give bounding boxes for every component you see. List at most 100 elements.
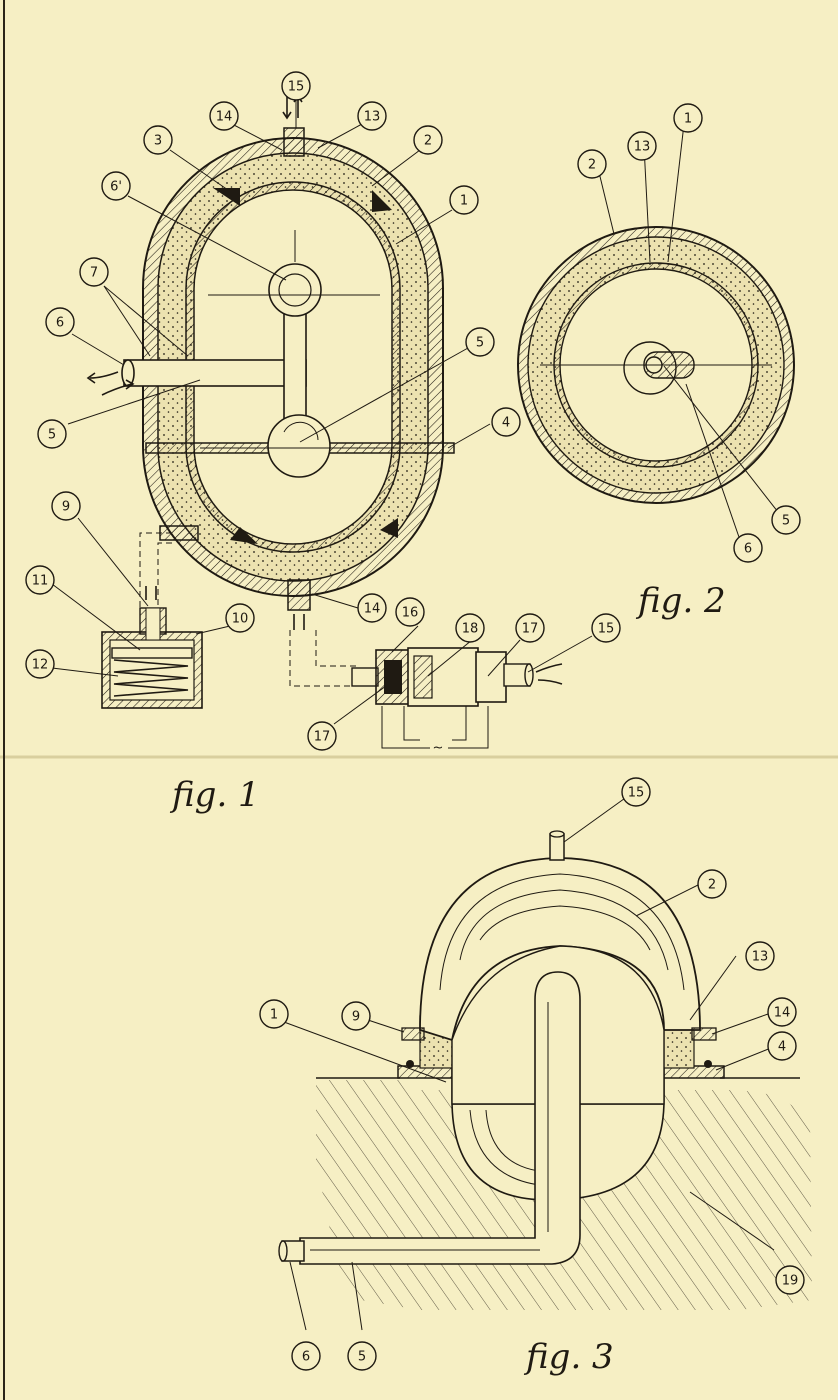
callout-circle-f1-c18 [455,613,485,643]
tube-5 [299,971,581,1265]
callout-label-f1-c11: 11 [32,574,49,589]
ac-symbol: ~ [433,741,444,756]
callout-label-f1-c13: 13 [364,110,381,125]
callout-circle-f1-c10 [225,603,255,633]
dashed-line-14b [315,630,356,667]
callout-label-f3-c14: 14 [774,1006,791,1021]
callout-circle-f1-c15b [591,613,621,643]
valve-head-17 [475,651,507,703]
figure-1: ~ [86,94,563,756]
caption-fig-2: fig. 2 [635,581,726,621]
callout-circle-f1-c17a [515,613,545,643]
bolt [704,1060,712,1068]
callout-label-f3-c9: 9 [352,1010,360,1025]
side-port-14 [691,1027,717,1041]
callout-circle-f2-c1 [673,103,703,133]
callout-circle-f3-c15 [621,777,651,807]
callout-label-f1-c14a: 14 [216,110,233,125]
callout-label-f1-c3: 3 [154,134,162,149]
top-arrow-down-head [282,111,292,120]
callout-label-f2-c5: 5 [782,514,790,529]
callout-circle-f1-c5a [465,327,495,357]
flow-arrow-in-head [125,379,135,390]
callout-circle-f3-c19 [775,1265,805,1295]
callout-circle-f1-c3 [143,125,173,155]
callout-circle-f2-c2 [577,149,607,179]
callout-label-f1-c9: 9 [62,500,70,515]
callout-label-f1-c12: 12 [32,658,49,673]
callout-label-f3-c13: 13 [752,950,769,965]
callout-label-f2-c6: 6 [744,542,752,557]
bolt [406,1060,414,1068]
callout-circle-f1-c4 [491,407,521,437]
caption-fig-3: fig. 3 [523,1337,614,1377]
callout-circle-f1-c14b [357,593,387,623]
callout-label-f2-c13: 13 [634,140,651,155]
callout-label-f2-c2: 2 [588,158,596,173]
bulb-5-shading [283,421,319,441]
callout-label-f1-c6: 6 [56,316,64,331]
tube-6-end [121,359,135,387]
piston-11 [111,647,193,659]
figure-2 [517,226,795,504]
callout-label-f1-c18: 18 [462,622,479,637]
top-port [283,127,305,157]
callout-label-f3-c5: 5 [358,1350,366,1365]
side-port-9 [401,1027,425,1041]
callout-circle-f1-c7 [79,257,109,287]
leader-lines [51,99,779,1331]
top-port-15 [549,833,565,861]
valve-wire [448,706,489,749]
callout-label-f1-c16: 16 [402,606,419,621]
callout-circle-f3-c6 [291,1341,321,1371]
spacer-wedge [230,527,258,544]
flow-arrow-out-head [86,372,96,384]
callout-label-f3-c4: 4 [778,1040,786,1055]
callout-circle-f1-c5b [37,419,67,449]
valve-wire [403,706,420,741]
bottom-port [287,579,311,611]
dome-2-shading [479,905,651,951]
callout-circle-f3-c9 [341,1001,371,1031]
spacer-wedge [213,188,240,206]
dome-2-shading [459,889,669,971]
callout-circle-f1-c16 [395,597,425,627]
dashed-line-14 [289,630,356,687]
callout-circle-f1-c15 [281,71,311,101]
callout-circle-f1-c2 [413,125,443,155]
callout-label-f1-c15: 15 [288,80,305,95]
valve-arrow-in [537,679,563,685]
callout-circle-f3-c13 [745,941,775,971]
callout-label-f3-c2: 2 [708,878,716,893]
callout-label-f1-c1: 1 [460,194,468,209]
callout-circle-f1-c1 [449,185,479,215]
callout-label-f1-c10: 10 [232,612,249,627]
valve-armature-18 [413,655,433,699]
callout-label-f1-c6p: 6' [110,180,122,195]
valve-wire [381,706,430,749]
top-port-15-end [549,830,565,838]
flow-arrow-in [101,383,133,396]
spring-12 [113,659,189,697]
callout-circle-f1-c14a [209,101,239,131]
vessel-1-lower-shading [469,1109,549,1187]
callout-circle-f1-c6 [45,307,75,337]
dashed-line-9 [139,532,172,610]
flow-arrow-out [89,371,119,379]
bulb-6-prime [268,263,322,317]
spacer-wedge [380,518,398,538]
valve-wire [452,706,467,741]
callout-circle-f3-c5 [347,1341,377,1371]
valve-coil-core [384,660,402,694]
callout-label-f1-c17b: 17 [314,730,331,745]
callout-label-f1-c17a: 17 [522,622,539,637]
figure-3 [278,830,812,1310]
valve-inlet-pipe [351,667,379,687]
side-port [159,525,199,541]
callout-circle-f1-c13 [357,101,387,131]
callout-circle-f1-c17b [307,721,337,751]
bulb-5 [267,414,331,478]
